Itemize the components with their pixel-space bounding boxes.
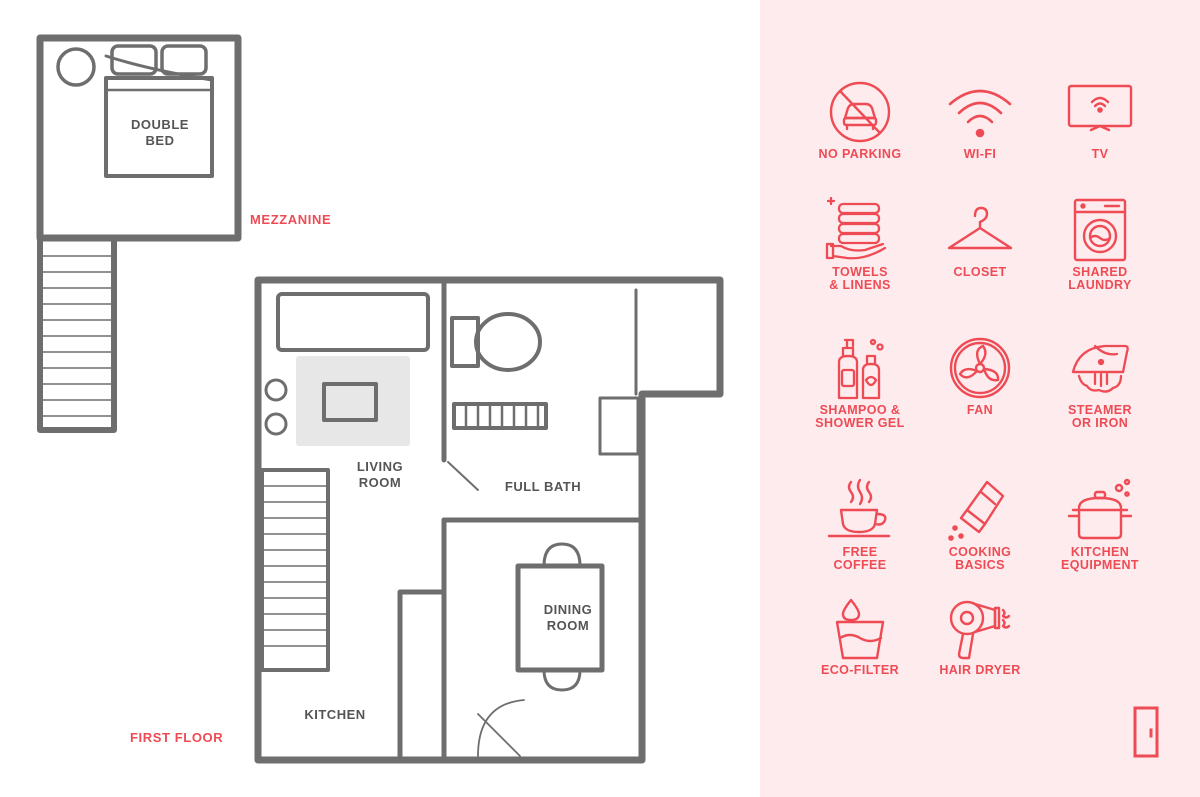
shampoo-bottles-icon	[837, 338, 884, 400]
amenity-no-parking: NO PARKING	[795, 80, 925, 161]
dining-room-label: DINING ROOM	[543, 602, 593, 633]
dining-table	[515, 542, 605, 692]
mezzanine-stairs	[37, 235, 117, 433]
hanger-icon	[947, 206, 1013, 250]
amenity-label: SHAMPOO & SHOWER GEL	[815, 403, 905, 430]
amenity-coffee: FREE COFFEE	[795, 478, 925, 572]
floor-plan: MEZZANINE FIRST FLOOR DOUBLE BED LIVING …	[36, 34, 724, 764]
amenity-tv: TV	[1035, 80, 1165, 161]
salt-shaker-icon	[948, 480, 1005, 541]
amenity-label: NO PARKING	[818, 147, 902, 161]
washing-machine-icon	[1073, 198, 1127, 262]
rug	[296, 356, 410, 446]
bath-door-swing	[447, 461, 479, 491]
water-glass-icon	[835, 598, 885, 660]
floor-plan-drawing	[36, 34, 724, 764]
hair-dryer-icon	[949, 600, 1011, 660]
sofa	[276, 292, 430, 352]
double-bed-label: DOUBLE BED	[131, 117, 189, 148]
amenity-label: STEAMER OR IRON	[1068, 403, 1132, 430]
kitchen-label: KITCHEN	[304, 707, 366, 722]
living-room-label: LIVING ROOM	[356, 459, 404, 490]
no-parking-icon	[829, 81, 891, 143]
amenity-label: FAN	[966, 403, 994, 417]
towels-icon	[825, 196, 887, 260]
amenity-towels: TOWELS & LINENS	[795, 196, 925, 292]
coffee-table	[322, 382, 378, 422]
cooking-pot-icon	[1067, 478, 1133, 540]
amenity-hair-dryer: HAIR DRYER	[915, 596, 1045, 677]
amenity-label: HAIR DRYER	[939, 663, 1021, 677]
amenity-kitchen-equipment: KITCHEN EQUIPMENT	[1035, 478, 1165, 572]
amenities-panel: NO PARKING WI-FI TV TO	[760, 0, 1200, 797]
entry-door-swing	[477, 699, 525, 757]
coffee-cup-icon	[827, 478, 891, 538]
bath-shelf	[452, 402, 548, 430]
double-bed	[56, 44, 214, 178]
amenity-shampoo: SHAMPOO & SHOWER GEL	[795, 336, 925, 430]
amenity-label: TV	[1091, 147, 1109, 161]
amenity-label: ECO-FILTER	[820, 663, 900, 677]
stool	[264, 412, 288, 436]
full-bath-label: FULL BATH	[504, 479, 582, 494]
amenity-label: KITCHEN EQUIPMENT	[1061, 545, 1139, 572]
interior-walls	[397, 277, 645, 763]
fan-icon	[949, 337, 1011, 399]
main-stairs	[260, 468, 330, 672]
amenity-closet: CLOSET	[915, 202, 1045, 279]
amenity-wifi: WI-FI	[915, 80, 1045, 161]
amenity-eco-filter: ECO-FILTER	[795, 596, 925, 677]
amenity-fan: FAN	[915, 336, 1045, 417]
amenity-label: TOWELS & LINENS	[829, 265, 891, 292]
amenity-iron: STEAMER OR IRON	[1035, 336, 1165, 430]
tv-icon	[1067, 84, 1133, 132]
amenity-laundry: SHARED LAUNDRY	[1035, 196, 1165, 292]
mezzanine-walls	[36, 34, 242, 242]
amenity-label: CLOSET	[953, 265, 1007, 279]
amenity-label: SHARED LAUNDRY	[1068, 265, 1132, 292]
first-floor-label: FIRST FLOOR	[130, 730, 224, 745]
amenity-cooking-basics: COOKING BASICS	[915, 478, 1045, 572]
wifi-icon	[948, 89, 1012, 138]
first-floor-walls	[254, 276, 724, 764]
mezzanine-label: MEZZANINE	[250, 212, 332, 227]
stool	[264, 378, 288, 402]
amenity-label: WI-FI	[963, 147, 997, 161]
iron-icon	[1071, 344, 1129, 393]
amenity-label: FREE COFFEE	[833, 545, 887, 572]
toilet	[450, 312, 542, 372]
amenity-label: COOKING BASICS	[948, 545, 1012, 572]
door-logo-icon	[1133, 706, 1159, 758]
